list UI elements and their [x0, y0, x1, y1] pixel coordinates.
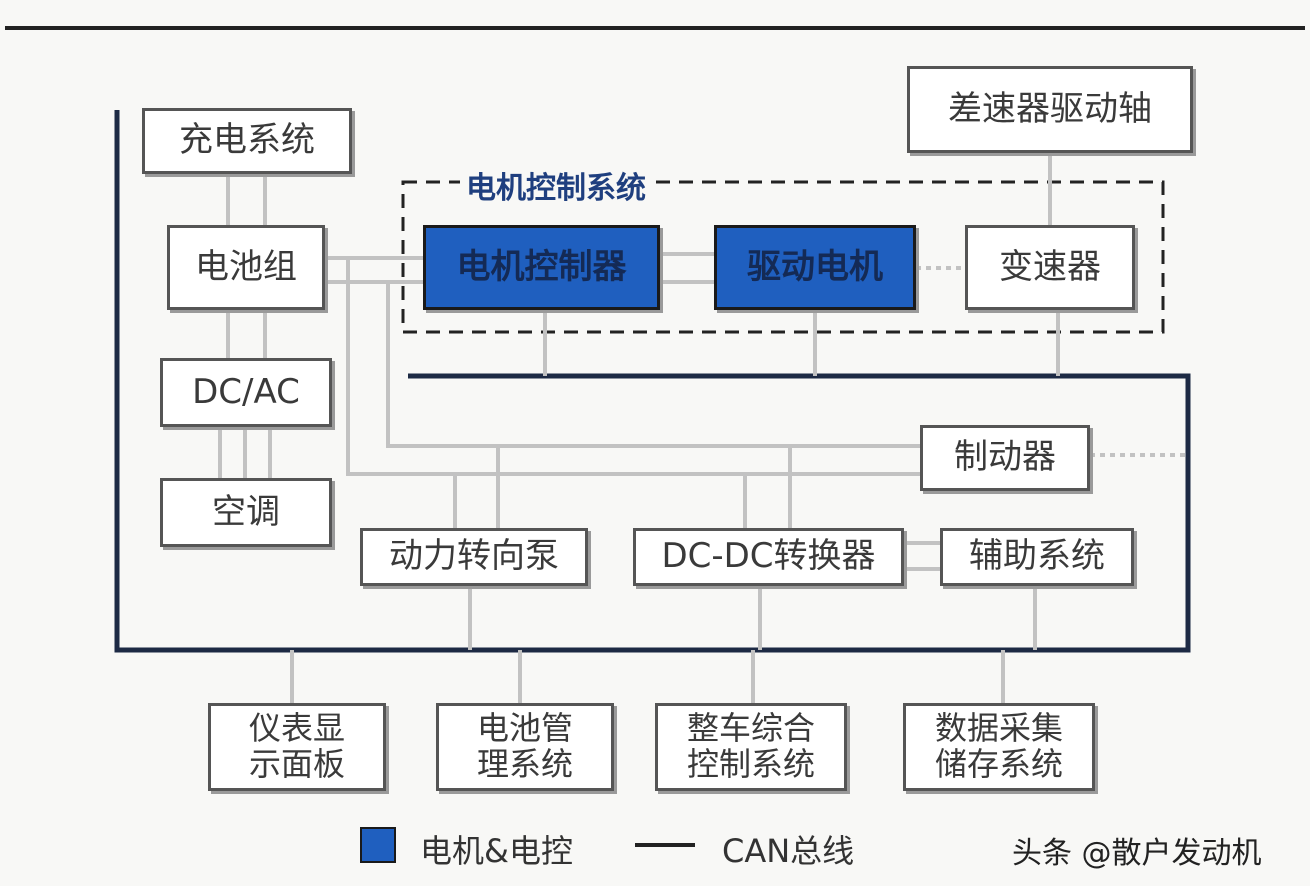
bms-label-line1: 电池管	[476, 709, 573, 748]
motor-control-group-frame	[401, 180, 1165, 334]
battery-pack-label: 电池组	[195, 246, 297, 287]
dcdc-converter-box: DC-DC转换器	[633, 528, 904, 586]
wiring	[218, 153, 1188, 703]
drive-motor-label: 驱动电机	[747, 246, 883, 287]
watermark: 头条 @散户发动机	[1012, 836, 1262, 871]
vcu-label-line2: 控制系统	[686, 745, 815, 783]
aircon-label: 空调	[212, 491, 280, 532]
can-bus-left-edge	[114, 110, 1191, 653]
brake-label: 制动器	[954, 437, 1056, 478]
aux-system-box: 辅助系统	[940, 528, 1134, 586]
bms-label-line2: 理系统	[476, 745, 573, 783]
charging-system-box: 充电系统	[142, 108, 352, 174]
data-storage-box: 数据采集 储存系统	[903, 703, 1095, 791]
power-steering-label: 动力转向泵	[389, 536, 559, 577]
charging-system-label: 充电系统	[179, 120, 315, 161]
dcdc-converter-label: DC-DC转换器	[661, 536, 876, 577]
motor-control-group-label: 电机控制系统	[460, 163, 652, 207]
battery-pack-box: 电池组	[167, 225, 325, 310]
data-storage-label-line1: 数据采集	[934, 709, 1063, 748]
transmission-label: 变速器	[999, 246, 1101, 287]
aux-system-label: 辅助系统	[969, 536, 1105, 577]
drive-motor-box: 驱动电机	[714, 225, 916, 310]
dcac-box: DC/AC	[160, 358, 332, 427]
legend-can-label: CAN总线	[722, 832, 855, 870]
dcac-label: DC/AC	[192, 371, 300, 412]
power-steering-box: 动力转向泵	[360, 528, 588, 586]
dashboard-label-line2: 示面板	[248, 745, 345, 783]
vcu-label-line1: 整车综合	[686, 709, 815, 748]
motor-controller-label: 电机控制器	[456, 246, 627, 287]
dashboard-box: 仪表显 示面板	[208, 703, 386, 791]
transmission-box: 变速器	[965, 225, 1135, 310]
brake-box: 制动器	[920, 425, 1090, 491]
data-storage-label-line2: 储存系统	[934, 745, 1063, 783]
motor-controller-box: 电机控制器	[423, 225, 660, 310]
differential-label: 差速器驱动轴	[948, 88, 1152, 129]
aircon-box: 空调	[160, 478, 332, 547]
vcu-box: 整车综合 控制系统	[655, 703, 847, 791]
differential-box: 差速器驱动轴	[907, 66, 1193, 153]
dashboard-label-line1: 仪表显	[248, 709, 345, 748]
bms-box: 电池管 理系统	[436, 703, 614, 791]
legend-motor-swatch	[360, 827, 396, 863]
legend-motor-label: 电机&电控	[420, 832, 573, 870]
